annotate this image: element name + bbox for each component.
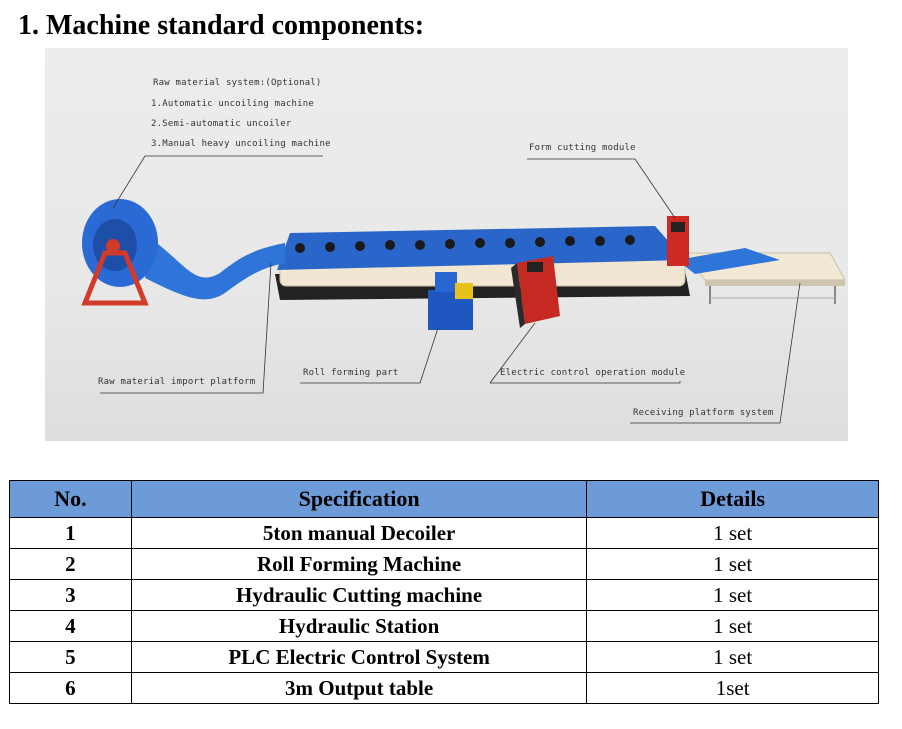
row-no: 6: [9, 672, 132, 704]
row-specification: Hydraulic Cutting machine: [130, 579, 588, 611]
row-details: 1set: [586, 672, 879, 704]
section-heading: 1. Machine standard components:: [18, 10, 425, 41]
table-row: 4 Hydraulic Station 1 set: [9, 610, 879, 642]
machine-diagram-image: Raw material system:(Optional) 1.Automat…: [45, 48, 848, 441]
raw-system-item-1-label: 1.Automatic uncoiling machine: [151, 99, 314, 109]
row-specification: Roll Forming Machine: [130, 548, 588, 580]
row-specification: 3m Output table: [130, 672, 588, 704]
roll-forming-label: Roll forming part: [303, 368, 399, 378]
components-table: No. Specification Details 1 5ton manual …: [9, 480, 879, 704]
header-details: Details: [586, 480, 879, 518]
receiving-label: Receiving platform system: [633, 408, 774, 418]
table-row: 3 Hydraulic Cutting machine 1 set: [9, 579, 879, 611]
row-specification: PLC Electric Control System: [130, 641, 588, 673]
table-row: 5 PLC Electric Control System 1 set: [9, 641, 879, 673]
row-no: 1: [9, 517, 132, 549]
table-row: 1 5ton manual Decoiler 1 set: [9, 517, 879, 549]
row-details: 1 set: [586, 610, 879, 642]
raw-system-item-3-label: 3.Manual heavy uncoiling machine: [151, 139, 331, 149]
row-specification: 5ton manual Decoiler: [130, 517, 588, 549]
row-details: 1 set: [586, 517, 879, 549]
row-details: 1 set: [586, 548, 879, 580]
row-no: 5: [9, 641, 132, 673]
row-specification: Hydraulic Station: [130, 610, 588, 642]
raw-system-title-label: Raw material system:(Optional): [153, 78, 322, 88]
raw-import-label: Raw material import platform: [98, 377, 256, 387]
row-no: 2: [9, 548, 132, 580]
machine-illustration: [81, 155, 846, 424]
raw-system-item-2-label: 2.Semi-automatic uncoiler: [151, 119, 292, 129]
table-row: 6 3m Output table 1set: [9, 672, 879, 704]
row-no: 3: [9, 579, 132, 611]
row-no: 4: [9, 610, 132, 642]
header-specification: Specification: [130, 480, 588, 518]
row-details: 1 set: [586, 641, 879, 673]
form-cutting-label: Form cutting module: [529, 143, 636, 153]
electric-control-label: Electric control operation module: [500, 368, 686, 378]
header-no: No.: [9, 480, 132, 518]
row-details: 1 set: [586, 579, 879, 611]
table-row: 2 Roll Forming Machine 1 set: [9, 548, 879, 580]
table-header-row: No. Specification Details: [9, 480, 879, 518]
